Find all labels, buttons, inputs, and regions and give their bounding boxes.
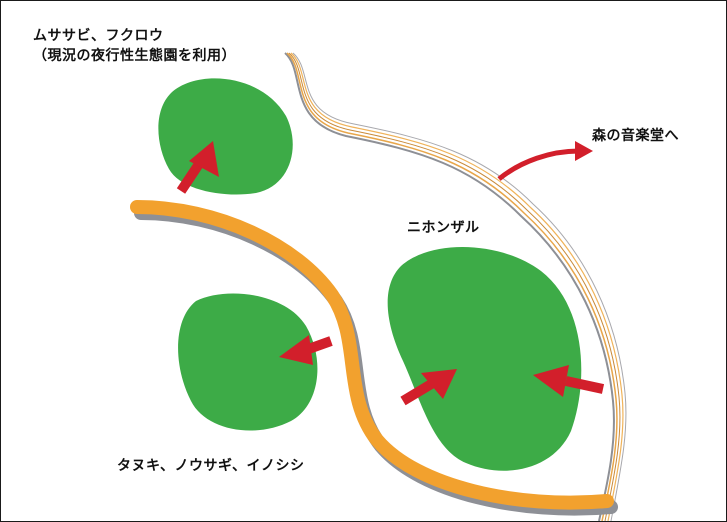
upper-path-line-3 bbox=[288, 52, 621, 521]
habitat-monkey bbox=[387, 247, 582, 471]
main-road bbox=[130, 200, 618, 516]
label-forest-hall: 森の音楽堂へ bbox=[592, 128, 679, 144]
arrow-icon bbox=[400, 369, 457, 406]
upper-path-line-2 bbox=[286, 52, 618, 521]
label-owl-species: ムササビ、フクロウ bbox=[33, 28, 164, 44]
label-owl-note: （現況の夜行性生態園を利用） bbox=[33, 48, 236, 64]
upper-path bbox=[284, 52, 627, 521]
label-tanuki-species: タヌキ、ノウサギ、イノシシ bbox=[117, 458, 305, 474]
main-road-body bbox=[130, 200, 614, 510]
arrow-icon bbox=[279, 335, 333, 365]
arrow-icon bbox=[176, 141, 219, 194]
upper-path-line-4 bbox=[290, 52, 624, 521]
habitat-owl bbox=[158, 78, 293, 195]
forest-hall-arrow-icon bbox=[497, 141, 593, 181]
habitat-tanuki bbox=[178, 293, 318, 431]
upper-path-line-1 bbox=[284, 52, 615, 521]
arrow-icon bbox=[533, 365, 605, 397]
arrows bbox=[176, 141, 605, 406]
upper-path-line-5 bbox=[292, 52, 627, 521]
label-monkey: ニホンザル bbox=[407, 220, 480, 236]
